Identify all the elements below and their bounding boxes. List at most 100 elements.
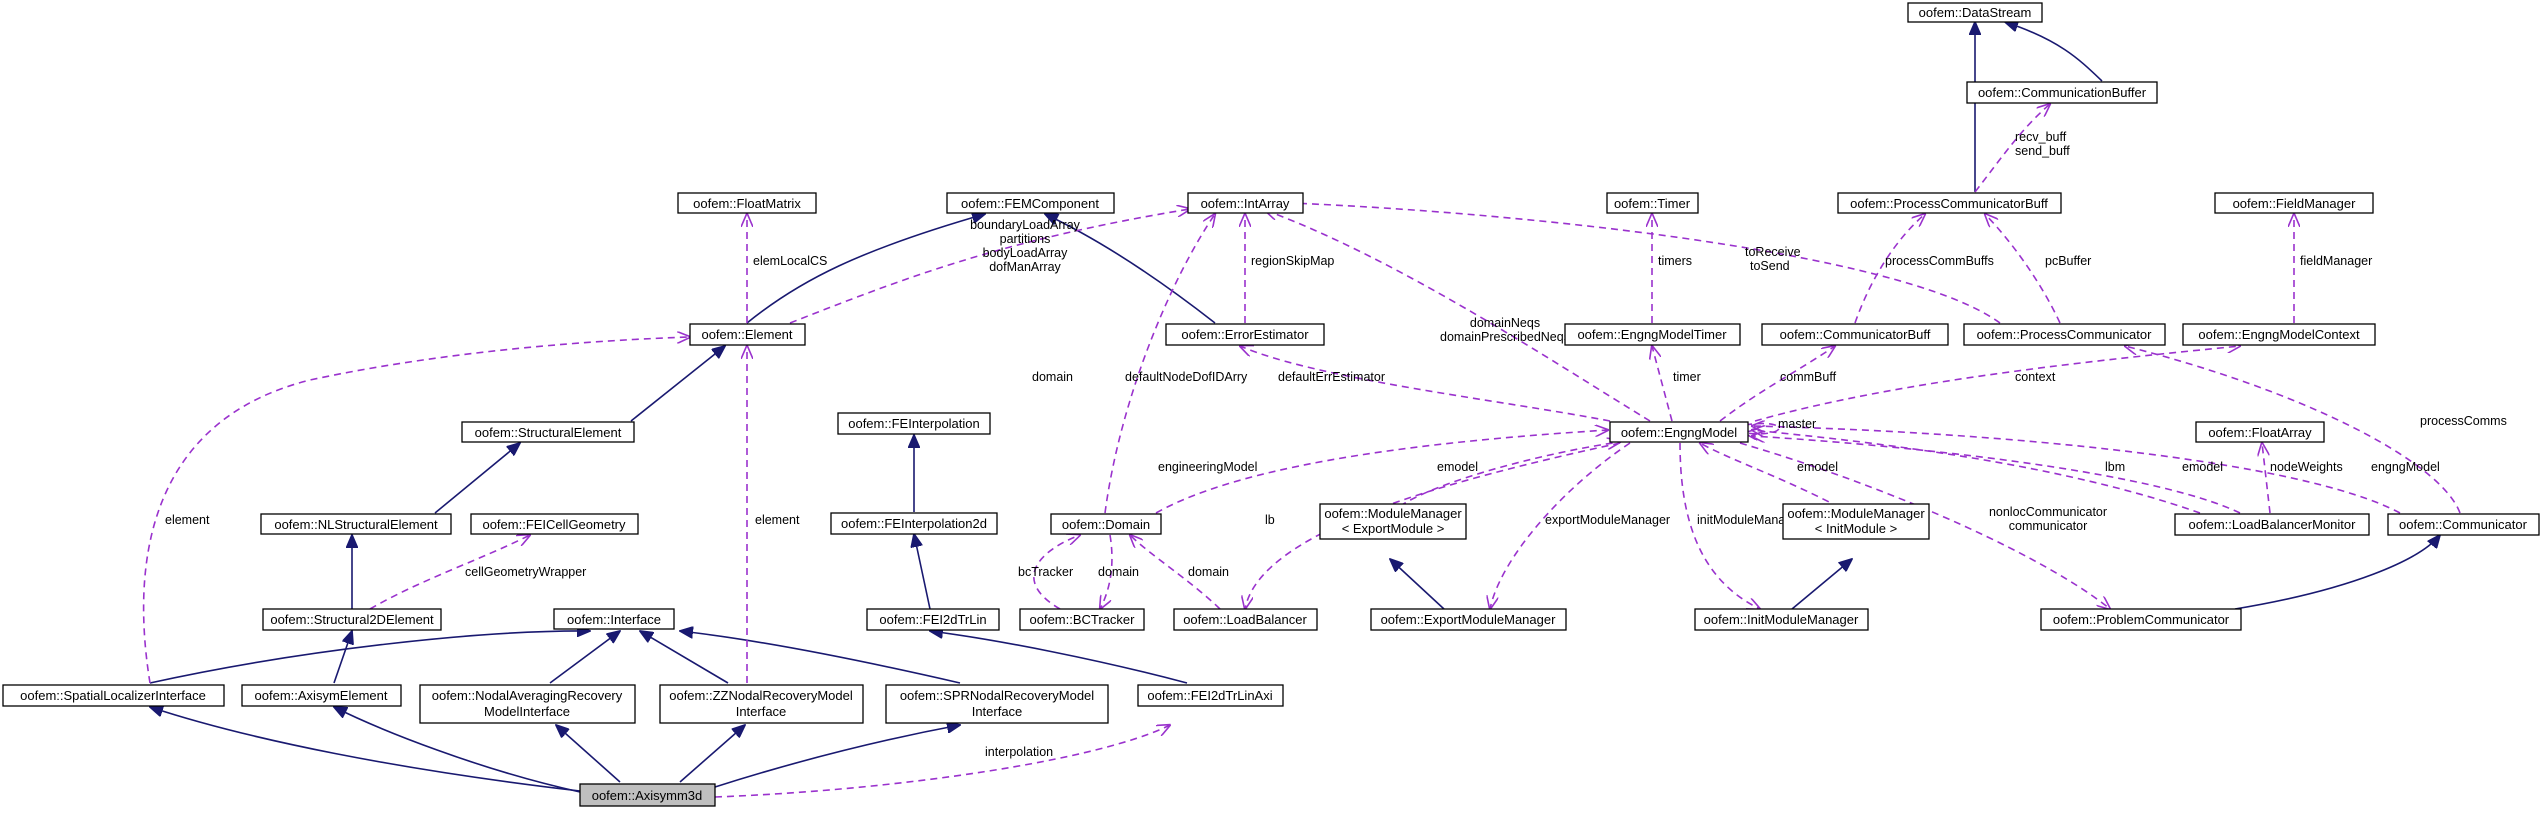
label-nodeweights: nodeWeights xyxy=(2270,460,2343,474)
svg-text:oofem::ExportModuleManager: oofem::ExportModuleManager xyxy=(1381,612,1557,627)
edge-domain-intarray xyxy=(1104,214,1215,514)
node-feicellgeometry[interactable]: oofem::FEICellGeometry xyxy=(470,513,639,535)
edge-initmm-mminit xyxy=(1791,559,1852,610)
edge-axisymm3d-spatial xyxy=(150,707,581,792)
label-engineeringmodel: engineeringModel xyxy=(1158,460,1257,474)
edge-axisymm3d-zz xyxy=(679,725,745,783)
edge-proccomm-intarray xyxy=(1265,202,2001,324)
svg-text:oofem::FEInterpolation2d: oofem::FEInterpolation2d xyxy=(841,516,987,531)
node-spatiallocalizerinterface[interactable]: oofem::SpatialLocalizerInterface xyxy=(2,684,225,707)
node-processcommunicator[interactable]: oofem::ProcessCommunicator xyxy=(1963,323,2166,346)
svg-text:oofem::Structural2DElement: oofem::Structural2DElement xyxy=(270,612,434,627)
edge-spr-interface xyxy=(680,631,961,684)
label-timers: timers xyxy=(1658,254,1692,268)
node-nlstructuralelement[interactable]: oofem::NLStructuralElement xyxy=(260,513,452,535)
node-interface[interactable]: oofem::Interface xyxy=(553,608,675,630)
edge-lbmonitor-engngmodel-emodel xyxy=(1752,436,2241,514)
svg-text:oofem::InitModuleManager: oofem::InitModuleManager xyxy=(1704,612,1859,627)
svg-text:oofem::DataStream: oofem::DataStream xyxy=(1919,5,2032,20)
node-feinterpolation2d[interactable]: oofem::FEInterpolation2d xyxy=(830,512,998,535)
label-bodyloadarray: bodyLoadArray xyxy=(983,246,1069,260)
node-communicationbuffer[interactable]: oofem::CommunicationBuffer xyxy=(1966,81,2158,104)
edge-axisym-struct2d xyxy=(333,631,352,684)
node-errorestimator[interactable]: oofem::ErrorEstimator xyxy=(1165,323,1325,346)
label-domainneqs: domainNeqs xyxy=(1470,316,1540,330)
node-engngmodelcontext[interactable]: oofem::EngngModelContext xyxy=(2182,323,2376,346)
label-nonloccommunicator: nonlocCommunicator xyxy=(1989,505,2107,519)
svg-text:oofem::SpatialLocalizerInterfa: oofem::SpatialLocalizerInterface xyxy=(20,688,206,703)
label-fieldmanager: fieldManager xyxy=(2300,254,2372,268)
node-element[interactable]: oofem::Element xyxy=(689,323,806,346)
node-domain[interactable]: oofem::Domain xyxy=(1050,513,1162,535)
node-communicator[interactable]: oofem::Communicator xyxy=(2387,513,2540,536)
svg-text:oofem::ModuleManager: oofem::ModuleManager xyxy=(1324,506,1462,521)
edge-element-intarray xyxy=(789,209,1190,324)
node-femcomponent[interactable]: oofem::FEMComponent xyxy=(946,192,1115,214)
edge-domain-bctracker xyxy=(1100,534,1113,609)
edge-commbuffer-datastream xyxy=(2005,22,2103,82)
svg-text:oofem::FEICellGeometry: oofem::FEICellGeometry xyxy=(482,517,626,532)
node-intarray[interactable]: oofem::IntArray xyxy=(1187,192,1304,214)
edge-fei2dtrlinaxi-fei2dtrlin xyxy=(930,631,1188,684)
svg-text:oofem::FEMComponent: oofem::FEMComponent xyxy=(961,196,1099,211)
node-fei2dtrlin[interactable]: oofem::FEI2dTrLin xyxy=(866,608,1000,631)
label-toreceive: toReceive xyxy=(1745,245,1801,259)
node-floatmatrix[interactable]: oofem::FloatMatrix xyxy=(677,192,817,214)
svg-text:oofem::Timer: oofem::Timer xyxy=(1614,196,1691,211)
node-loadbalancermonitor[interactable]: oofem::LoadBalancerMonitor xyxy=(2174,513,2370,536)
node-structuralelement[interactable]: oofem::StructuralElement xyxy=(461,421,635,443)
svg-text:oofem::Axisymm3d: oofem::Axisymm3d xyxy=(592,788,703,803)
edge-engngmodel-context xyxy=(1754,346,2240,422)
node-engngmodel[interactable]: oofem::EngngModel xyxy=(1609,421,1749,443)
label-master: master xyxy=(1778,417,1816,431)
node-feinterpolation[interactable]: oofem::FEInterpolation xyxy=(837,412,991,435)
node-exportmodulemanager[interactable]: oofem::ExportModuleManager xyxy=(1370,608,1567,631)
svg-text:oofem::Domain: oofem::Domain xyxy=(1062,517,1150,532)
edge-loadbalancer-domain xyxy=(1130,535,1221,610)
node-modulemanager-exportmodule[interactable]: oofem::ModuleManager< ExportModule > xyxy=(1319,503,1467,540)
svg-text:< InitModule >: < InitModule > xyxy=(1815,521,1897,536)
node-processcommunicatorbuff[interactable]: oofem::ProcessCommunicatorBuff xyxy=(1837,192,2062,214)
node-datastream[interactable]: oofem::DataStream xyxy=(1907,2,2043,23)
node-engngmodeltimer[interactable]: oofem::EngngModelTimer xyxy=(1564,323,1741,346)
label-emodel-lbmonitor: emodel xyxy=(2182,460,2223,474)
svg-text:oofem::LoadBalancer: oofem::LoadBalancer xyxy=(1183,612,1307,627)
edge-axisymm3d-nodalavg xyxy=(556,725,621,783)
svg-text:oofem::IntArray: oofem::IntArray xyxy=(1201,196,1290,211)
edge-problemcomm-communicator xyxy=(2234,535,2440,610)
edge-nl-structural xyxy=(434,443,520,514)
svg-text:oofem::ProcessCommunicatorBuff: oofem::ProcessCommunicatorBuff xyxy=(1850,196,2048,211)
label-regionskipmap: regionSkipMap xyxy=(1251,254,1334,268)
node-communicatorbuff[interactable]: oofem::CommunicatorBuff xyxy=(1761,323,1949,346)
node-modulemanager-initmodule[interactable]: oofem::ModuleManager< InitModule > xyxy=(1782,503,1930,540)
node-structural2delement[interactable]: oofem::Structural2DElement xyxy=(262,608,442,631)
label-element-zz: element xyxy=(755,513,800,527)
svg-text:oofem::ProcessCommunicator: oofem::ProcessCommunicator xyxy=(1977,327,2153,342)
node-axisymelement[interactable]: oofem::AxisymElement xyxy=(241,684,402,707)
label-context: context xyxy=(2015,370,2056,384)
label-domain-lb: domain xyxy=(1188,565,1229,579)
node-fei2dtrlinaxi[interactable]: oofem::FEI2dTrLinAxi xyxy=(1137,684,1284,707)
svg-text:Interface: Interface xyxy=(972,704,1023,719)
node-loadbalancer[interactable]: oofem::LoadBalancer xyxy=(1173,608,1318,631)
node-problemcommunicator[interactable]: oofem::ProblemCommunicator xyxy=(2040,608,2242,631)
edge-commbuff-pcbuff xyxy=(1854,214,1925,324)
node-timer[interactable]: oofem::Timer xyxy=(1606,192,1699,214)
svg-text:oofem::Interface: oofem::Interface xyxy=(567,612,661,627)
edge-mmexport-engngmodel xyxy=(1389,442,1620,514)
node-bctracker[interactable]: oofem::BCTracker xyxy=(1019,608,1145,631)
label-processcomms: processComms xyxy=(2420,414,2507,428)
svg-text:oofem::FloatMatrix: oofem::FloatMatrix xyxy=(693,196,801,211)
node-fieldmanager[interactable]: oofem::FieldManager xyxy=(2214,192,2374,214)
node-axisymm3d[interactable]: oofem::Axisymm3d xyxy=(579,783,716,807)
edge-pcbuff-commbuffer xyxy=(1974,104,2050,193)
node-initmodulemanager[interactable]: oofem::InitModuleManager xyxy=(1694,608,1869,631)
node-floatarray[interactable]: oofem::FloatArray xyxy=(2195,421,2325,443)
label-lb: lb xyxy=(1265,513,1275,527)
label-exportmodulemanager: exportModuleManager xyxy=(1545,513,1670,527)
node-nodalaveragingrecovery[interactable]: oofem::NodalAveragingRecoveryModelInterf… xyxy=(419,684,636,724)
label-communicator: communicator xyxy=(2009,519,2088,533)
